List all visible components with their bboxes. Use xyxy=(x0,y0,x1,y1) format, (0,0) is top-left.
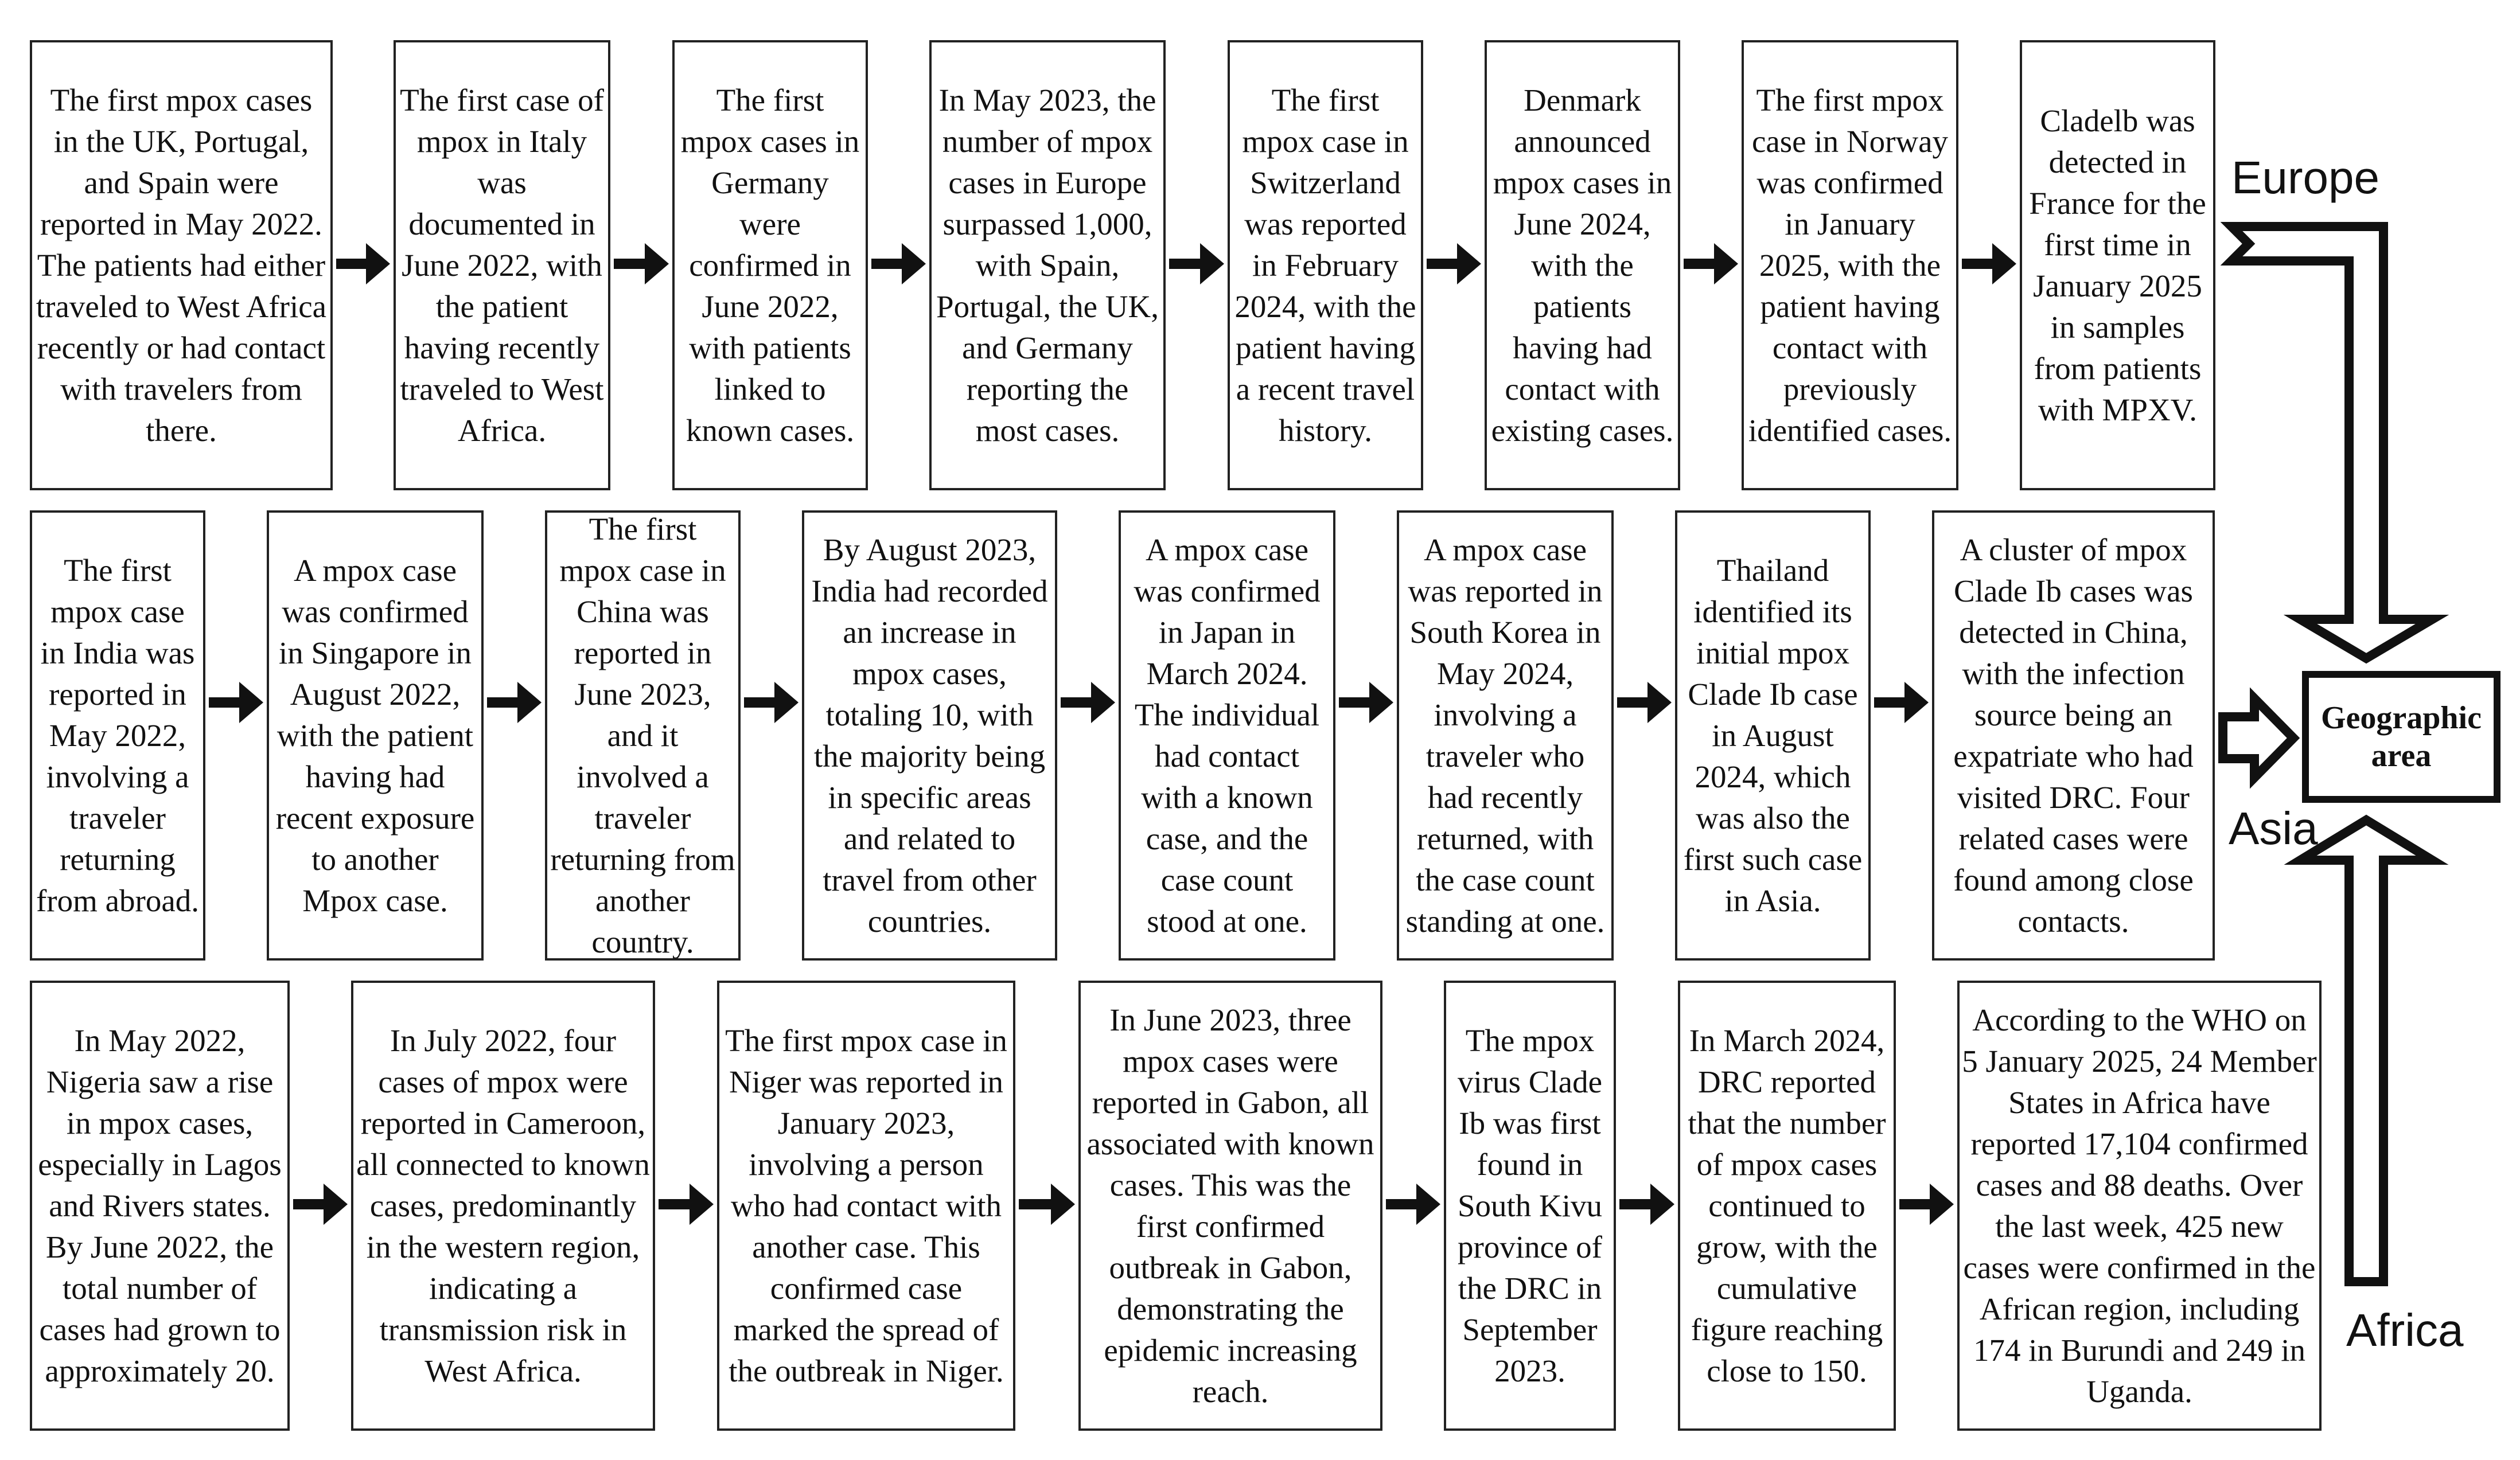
europe-event-3: The first mpox cases in Germany were con… xyxy=(672,40,868,490)
event-text: A mpox case was confirmed in Japan in Ma… xyxy=(1134,532,1321,939)
africa-event-1: In May 2022, Nigeria saw a rise in mpox … xyxy=(30,981,290,1431)
asia-event-1: The first mpox case in India was reporte… xyxy=(30,510,205,961)
africa-event-3: The first mpox case in Niger was reporte… xyxy=(717,981,1015,1431)
flow-arrow-row2-2 xyxy=(487,682,542,723)
event-text: The first case of mpox in Italy was docu… xyxy=(400,82,604,448)
flow-arrow-row2-3 xyxy=(744,682,799,723)
flow-arrow-row1-7 xyxy=(1962,243,2016,284)
europe-event-7: The first mpox case in Norway was confir… xyxy=(1742,40,1958,490)
flow-arrow-row1-5 xyxy=(1427,243,1481,284)
africa-event-7: According to the WHO on 5 January 2025, … xyxy=(1957,981,2322,1431)
asia-event-4: By August 2023, India had recorded an in… xyxy=(802,510,1057,961)
event-text: In March 2024, DRC reported that the num… xyxy=(1688,1022,1886,1388)
asia-event-6: A mpox case was reported in South Korea … xyxy=(1397,510,1614,961)
event-text: The first mpox case in Switzerland was r… xyxy=(1234,82,1416,448)
event-text: In May 2023, the number of mpox cases in… xyxy=(936,82,1159,448)
flow-arrow-row2-6 xyxy=(1617,682,1672,723)
event-text: A mpox case was reported in South Korea … xyxy=(1405,532,1605,939)
asia-event-3: The first mpox case in China was reporte… xyxy=(545,510,741,961)
asia-event-5: A mpox case was confirmed in Japan in Ma… xyxy=(1119,510,1335,961)
europe-event-4: In May 2023, the number of mpox cases in… xyxy=(929,40,1166,490)
flow-arrow-row2-7 xyxy=(1874,682,1929,723)
africa-to-geographic-arrow xyxy=(2284,814,2449,1286)
flow-arrow-row2-1 xyxy=(209,682,263,723)
asia-event-7: Thailand identified its initial mpox Cla… xyxy=(1675,510,1871,961)
flow-arrow-row1-2 xyxy=(614,243,669,284)
event-text: According to the WHO on 5 January 2025, … xyxy=(1962,1002,2317,1409)
region-label-africa: Africa xyxy=(2346,1305,2464,1356)
event-text: A cluster of mpox Clade Ib cases was det… xyxy=(1953,532,2194,939)
europe-event-8: Cladelb was detected in France for the f… xyxy=(2020,40,2215,490)
event-text: The first mpox cases in the UK, Portugal… xyxy=(36,82,327,448)
africa-event-5: The mpox virus Clade Ib was first found … xyxy=(1444,981,1616,1431)
event-text: The first mpox case in India was reporte… xyxy=(36,552,200,918)
flow-arrow-row2-4 xyxy=(1061,682,1115,723)
africa-event-2: In July 2022, four cases of mpox were re… xyxy=(351,981,655,1431)
event-text: The first mpox cases in Germany were con… xyxy=(680,82,860,448)
europe-event-5: The first mpox case in Switzerland was r… xyxy=(1228,40,1423,490)
event-text: The first mpox case in Niger was reporte… xyxy=(725,1022,1007,1388)
geographic-area-box: Geographic area xyxy=(2302,671,2500,803)
event-text: The mpox virus Clade Ib was first found … xyxy=(1457,1022,1603,1388)
flow-arrow-row1-6 xyxy=(1684,243,1738,284)
flow-arrow-row3-5 xyxy=(1619,1184,1674,1225)
region-label-europe: Europe xyxy=(2231,152,2379,203)
flow-arrow-row1-4 xyxy=(1169,243,1224,284)
flow-arrow-row3-1 xyxy=(293,1184,348,1225)
geographic-area-label: Geographic area xyxy=(2321,700,2482,774)
europe-event-2: The first case of mpox in Italy was docu… xyxy=(394,40,610,490)
event-text: A mpox case was confirmed in Singapore i… xyxy=(275,552,475,918)
event-text: By August 2023, India had recorded an in… xyxy=(811,532,1048,939)
event-text: Denmark announced mpox cases in June 202… xyxy=(1491,82,1674,448)
europe-to-geographic-arrow xyxy=(2220,222,2449,664)
flow-arrow-row1-3 xyxy=(871,243,926,284)
flow-arrow-row3-2 xyxy=(659,1184,714,1225)
africa-event-6: In March 2024, DRC reported that the num… xyxy=(1678,981,1896,1431)
region-label-asia: Asia xyxy=(2229,803,2318,854)
flow-arrow-row3-3 xyxy=(1019,1184,1075,1225)
event-text: Thailand identified its initial mpox Cla… xyxy=(1683,552,1863,918)
event-text: In May 2022, Nigeria saw a rise in mpox … xyxy=(38,1022,282,1388)
flow-arrow-row3-4 xyxy=(1386,1184,1440,1225)
event-text: In June 2023, three mpox cases were repo… xyxy=(1086,1002,1374,1409)
event-text: The first mpox case in Norway was confir… xyxy=(1748,82,1952,448)
event-text: The first mpox case in China was reporte… xyxy=(550,511,735,959)
flow-arrow-row3-6 xyxy=(1899,1184,1954,1225)
event-text: Cladelb was detected in France for the f… xyxy=(2029,103,2206,427)
africa-event-4: In June 2023, three mpox cases were repo… xyxy=(1078,981,1382,1431)
flow-arrow-row1-1 xyxy=(336,243,390,284)
flow-arrow-row2-5 xyxy=(1339,682,1393,723)
asia-event-2: A mpox case was confirmed in Singapore i… xyxy=(267,510,484,961)
europe-event-1: The first mpox cases in the UK, Portugal… xyxy=(30,40,333,490)
event-text: In July 2022, four cases of mpox were re… xyxy=(356,1022,650,1388)
asia-to-geographic-arrow xyxy=(2218,687,2300,789)
asia-event-8: A cluster of mpox Clade Ib cases was det… xyxy=(1932,510,2215,961)
europe-event-6: Denmark announced mpox cases in June 202… xyxy=(1485,40,1680,490)
